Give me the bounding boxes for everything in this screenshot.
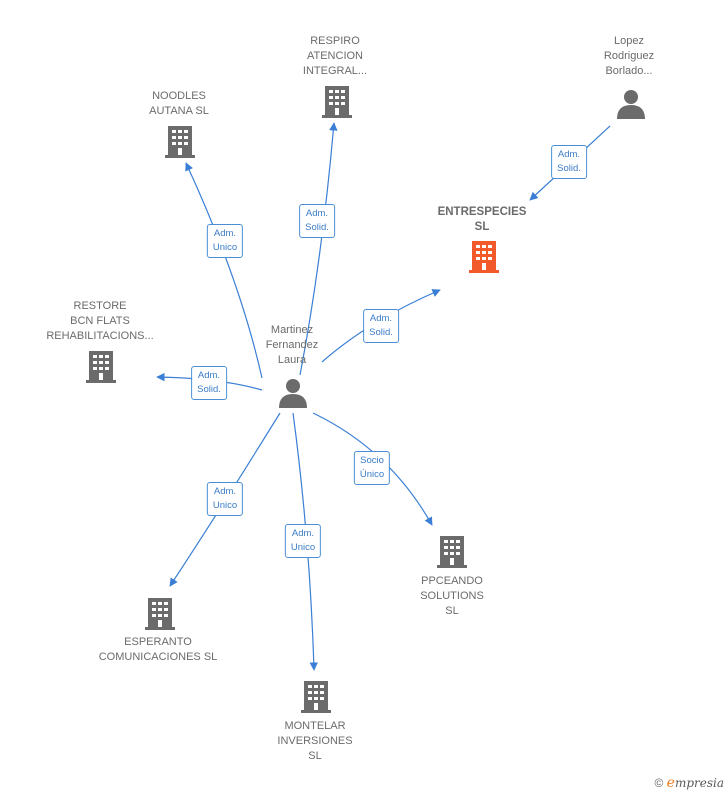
building-icon[interactable] [321,85,353,124]
node-label-ppceando[interactable]: PPCEANDO SOLUTIONS SL [420,575,484,617]
building-icon-highlight[interactable] [468,240,500,279]
node-label-respiro[interactable]: RESPIRO ATENCION INTEGRAL... [302,35,368,77]
node-label-lopez[interactable]: Lopez Rodriguez Borlado... [603,35,655,77]
node-label-center[interactable]: Martinez Fernandez Laura [265,324,319,366]
brand-logo-letter: e [666,775,675,791]
node-label-restore[interactable]: RESTORE BCN FLATS REHABILITACIONS... [46,300,154,342]
edge-label-ppceando[interactable]: Socio Único [353,451,391,485]
node-label-entrespecies[interactable]: ENTRESPECIES SL [437,206,527,233]
edge-label-montelar[interactable]: Adm. Unico [284,524,322,558]
node-label-esperanto[interactable]: ESPERANTO COMUNICACIONES SL [98,636,218,663]
edge-label-restore[interactable]: Adm. Solid. [191,366,227,400]
person-icon[interactable] [615,88,647,125]
edge-label-entrespecies[interactable]: Adm. Solid. [363,309,399,343]
copyright-symbol: © [654,776,664,790]
building-icon[interactable] [436,535,468,574]
edge-label-noodles[interactable]: Adm. Unico [206,224,244,258]
building-icon[interactable] [300,680,332,719]
edge-label-respiro[interactable]: Adm. Solid. [299,204,335,238]
node-label-montelar[interactable]: MONTELAR INVERSIONES SL [277,720,353,762]
node-label-noodles[interactable]: NOODLES AUTANA SL [149,90,209,117]
brand-name: mpresia [674,776,724,790]
building-icon[interactable] [85,350,117,389]
person-icon[interactable] [277,377,309,414]
edge-respiro [299,122,338,376]
footer-brand: © empresia [654,775,724,791]
building-icon[interactable] [164,125,196,164]
edge-noodles [185,162,263,379]
edge-label-esperanto[interactable]: Adm. Unico [206,482,244,516]
building-icon[interactable] [144,597,176,636]
edge-label-lopez[interactable]: Adm. Solid. [551,145,587,179]
